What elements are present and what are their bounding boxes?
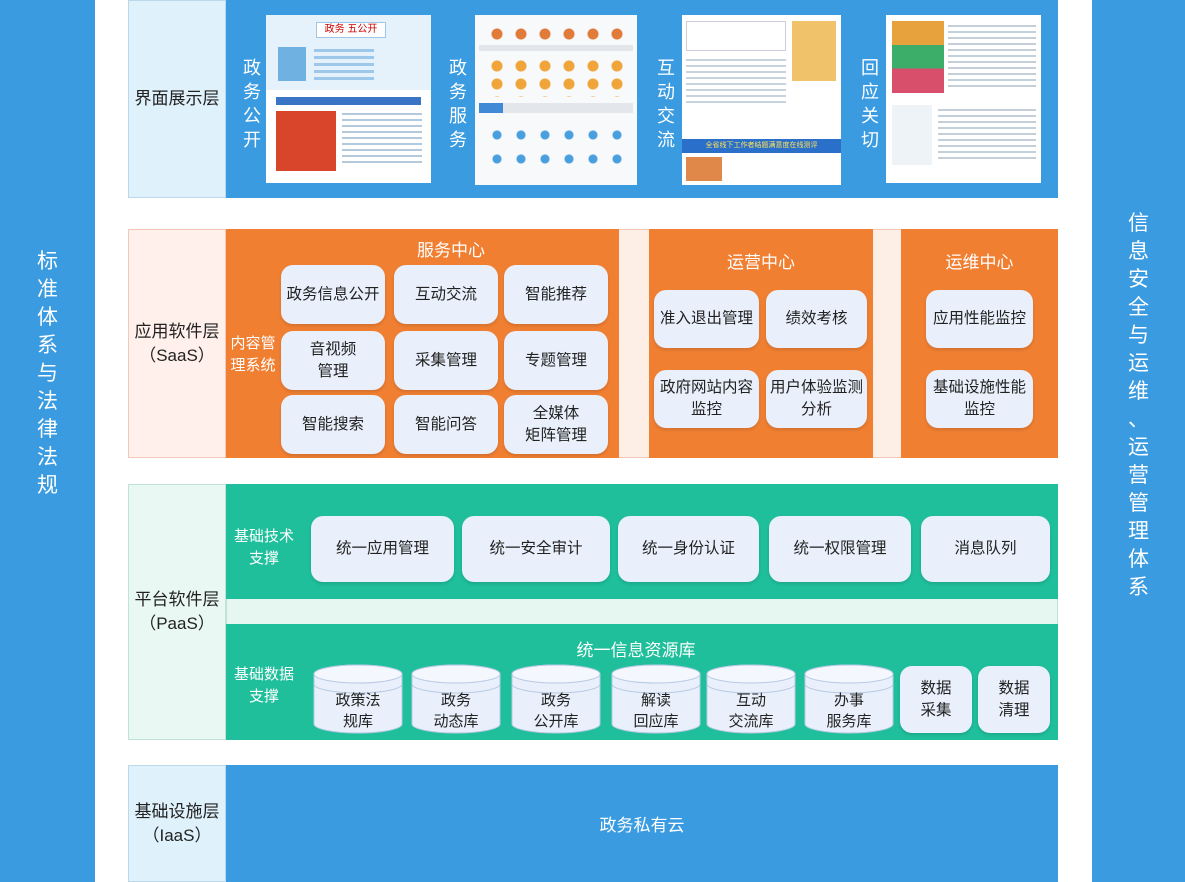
left-column-label: 标准体系与法律法规 (37, 250, 58, 497)
ui-caption-response: 回应关切 (861, 58, 879, 150)
tech-item-message-queue[interactable]: 消息队列 (921, 516, 1050, 582)
right-security-column: 信息安全与运维、运营管理体系 (1092, 0, 1185, 882)
database-cylinder[interactable]: 互动交流库 (706, 664, 796, 734)
service-center-title: 服务中心 (417, 241, 485, 260)
cms-label: 内容管理系统 (230, 335, 276, 374)
database-label-line1: 政务 (540, 692, 571, 709)
service-item-smart-qa[interactable]: 智能问答 (394, 395, 498, 454)
tech-support-label: 基础技术支撑 (233, 528, 294, 567)
ui-caption-government-disclosure: 政务公开 (243, 58, 261, 150)
iaas-layer-label: 基础设施层 （IaaS） (128, 765, 226, 882)
ui-caption-interaction: 互动交流 (657, 58, 675, 150)
service-item-smart-recommend[interactable]: 智能推荐 (504, 265, 608, 324)
service-item-av-management[interactable]: 音视频管理 (281, 331, 385, 390)
maint-item-infra-performance[interactable]: 基础设施性能监控 (926, 370, 1033, 428)
operations-center-panel: 运营中心 准入退出管理 绩效考核 政府网站内容监控 用户体验监测分析 (649, 229, 873, 458)
thumb-title: 政务 五公开 (316, 22, 386, 38)
database-label-line2: 规库 (342, 713, 373, 730)
resource-library-title: 统一信息资源库 (576, 641, 696, 660)
service-item-media-matrix[interactable]: 全媒体矩阵管理 (504, 395, 608, 454)
tech-support-panel: 基础技术支撑 统一应用管理 统一安全审计 统一身份认证 统一权限管理 消息队列 (226, 484, 1058, 599)
ops-item-performance-review[interactable]: 绩效考核 (766, 290, 867, 348)
ui-layer-label: 界面展示层 (128, 0, 226, 198)
maint-item-app-performance[interactable]: 应用性能监控 (926, 290, 1033, 348)
database-cylinder[interactable]: 政务公开库 (511, 664, 601, 734)
database-label-line1: 解读 (640, 692, 671, 709)
saas-layer-label: 应用软件层 （SaaS） (128, 229, 226, 458)
database-label-line2: 回应库 (633, 713, 679, 730)
database-cylinder[interactable]: 办事服务库 (804, 664, 894, 734)
maintenance-center-panel: 运维中心 应用性能监控 基础设施性能监控 (901, 229, 1058, 458)
right-column-label: 信息安全与运维、运营管理体系 (1128, 212, 1149, 599)
ops-item-ux-monitor[interactable]: 用户体验监测分析 (766, 370, 867, 428)
screenshot-government-disclosure: 政务 五公开 (266, 15, 431, 183)
ops-item-access-exit[interactable]: 准入退出管理 (654, 290, 759, 348)
interaction-banner-text: 全省线下工作者结题满意度在线测评 (705, 142, 818, 149)
tool-data-cleaning[interactable]: 数据清理 (978, 666, 1050, 733)
tech-item-app-management[interactable]: 统一应用管理 (311, 516, 454, 582)
service-item-smart-search[interactable]: 智能搜索 (281, 395, 385, 454)
iaas-panel: 政务私有云 (226, 765, 1058, 882)
tech-item-security-audit[interactable]: 统一安全审计 (462, 516, 610, 582)
database-label-line1: 政务 (440, 692, 471, 709)
paas-divider (226, 599, 1058, 624)
service-item-collection[interactable]: 采集管理 (394, 331, 498, 390)
database-cylinder[interactable]: 政策法规库 (313, 664, 403, 734)
service-center-panel: 服务中心 内容管理系统 政务信息公开 互动交流 智能推荐 音视频管理 采集管理 … (226, 229, 619, 458)
ops-item-content-monitor[interactable]: 政府网站内容监控 (654, 370, 759, 428)
database-label-line2: 服务库 (826, 713, 872, 730)
database-label-line1: 政策法 (335, 692, 381, 709)
ui-layer-panel: 政务公开 政务 五公开 政务服务 互动交流 全省线下工作者结题满意度在线测评 回… (226, 0, 1058, 198)
tech-item-permission[interactable]: 统一权限管理 (769, 516, 911, 582)
screenshot-government-service (475, 15, 637, 185)
database-label-line2: 动态库 (433, 713, 479, 730)
tech-item-identity-auth[interactable]: 统一身份认证 (618, 516, 759, 582)
database-cylinder[interactable]: 解读回应库 (611, 664, 701, 734)
paas-layer-label: 平台软件层 （PaaS） (128, 484, 226, 740)
service-item-topic[interactable]: 专题管理 (504, 331, 608, 390)
database-cylinder[interactable]: 政务动态库 (411, 664, 501, 734)
ui-caption-government-service: 政务服务 (449, 58, 467, 150)
database-label-line1: 互动 (735, 692, 766, 709)
iaas-content: 政务私有云 (599, 816, 685, 835)
saas-divider-1 (619, 229, 649, 458)
screenshot-response (886, 15, 1041, 183)
saas-divider-2 (873, 229, 901, 458)
data-support-label: 基础数据支撑 (233, 666, 294, 705)
service-item-gov-info-disclosure[interactable]: 政务信息公开 (281, 265, 385, 324)
tool-data-collection[interactable]: 数据采集 (900, 666, 972, 733)
screenshot-interaction: 全省线下工作者结题满意度在线测评 (682, 15, 841, 185)
database-label-line1: 办事 (833, 692, 864, 709)
left-standards-column: 标准体系与法律法规 (0, 0, 95, 882)
operations-center-title: 运营中心 (727, 253, 795, 272)
data-support-panel: 基础数据支撑 统一信息资源库 政策法规库政务动态库政务公开库解读回应库互动交流库… (226, 624, 1058, 740)
database-label-line2: 交流库 (728, 713, 774, 730)
database-label-line2: 公开库 (533, 713, 579, 730)
maintenance-center-title: 运维中心 (945, 253, 1014, 272)
service-item-interaction[interactable]: 互动交流 (394, 265, 498, 324)
